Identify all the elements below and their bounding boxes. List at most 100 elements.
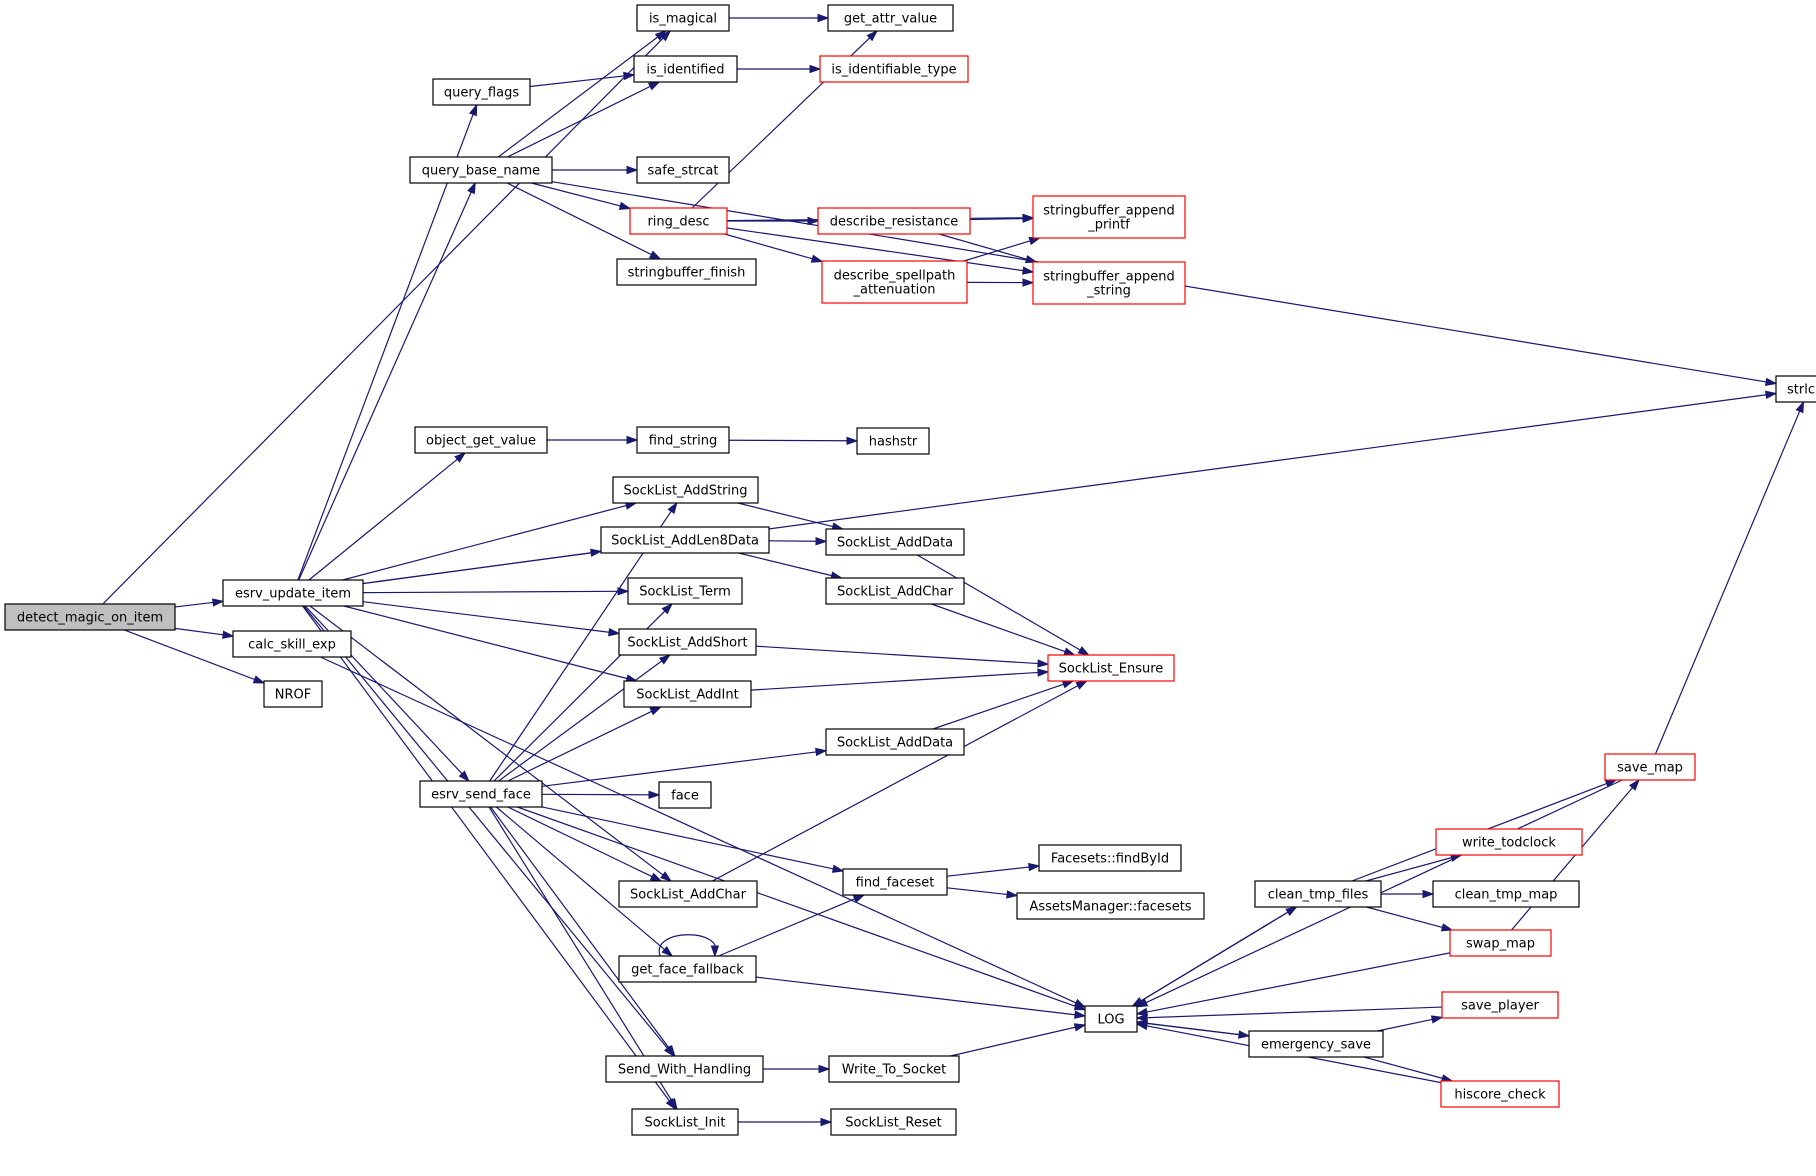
arrowhead <box>608 628 621 637</box>
function-node-sb-string[interactable]: stringbuffer_append_string <box>1032 261 1186 305</box>
function-node-is-identifiable-type[interactable]: is_identifiable_type <box>819 55 969 83</box>
function-node-assets-facesets[interactable]: AssetsManager::facesets <box>1016 892 1205 920</box>
function-node-sb-printf[interactable]: stringbuffer_append_printf <box>1032 195 1186 239</box>
node-label: Write_To_Socket <box>842 1063 947 1078</box>
arrowhead <box>1073 1023 1087 1032</box>
call-edge-is_identified-to-is_identifiable_type <box>737 64 822 74</box>
function-node-object-get-value[interactable]: object_get_value <box>414 426 548 454</box>
node-box <box>633 55 738 83</box>
node-box <box>631 1108 739 1136</box>
function-node-query-base-name[interactable]: query_base_name <box>409 156 553 184</box>
call-edge-query_base_name-to-is_magical <box>497 30 667 158</box>
function-node-is-identified[interactable]: is_identified <box>633 55 738 83</box>
function-node-sl-addshort[interactable]: SockList_AddShort <box>618 628 757 656</box>
function-node-sl-addstring[interactable]: SockList_AddString <box>612 476 759 504</box>
function-node-hiscore-check[interactable]: hiscore_check <box>1440 1080 1560 1108</box>
function-node-sl-addint[interactable]: SockList_AddInt <box>623 680 752 708</box>
function-node-face[interactable]: face <box>658 781 712 809</box>
node-label: Facesets::findById <box>1051 852 1169 867</box>
node-label: find_string <box>649 434 718 449</box>
call-edge-sl_addlen8-to-sl_adddata1 <box>768 537 828 546</box>
function-node-safe-strcat[interactable]: safe_strcat <box>636 156 730 184</box>
function-node-find-string[interactable]: find_string <box>636 426 730 454</box>
function-node-get-face-fallback[interactable]: get_face_fallback <box>618 955 757 983</box>
node-box <box>827 4 954 32</box>
node-box <box>1047 654 1175 682</box>
function-node-sl-addchar2[interactable]: SockList_AddChar <box>618 880 758 908</box>
call-edge-send_with_handling-to-write_to_socket <box>763 1064 831 1074</box>
function-node-get-attr-value[interactable]: get_attr_value <box>827 4 954 32</box>
function-node-sl-reset[interactable]: SockList_Reset <box>830 1108 957 1136</box>
arrowhead <box>818 1064 831 1074</box>
arrowhead <box>810 254 824 263</box>
function-node-clean-tmp-files[interactable]: clean_tmp_files <box>1254 880 1382 908</box>
function-node-strlcpy[interactable]: strlcpy <box>1775 375 1816 403</box>
function-node-sl-ensure[interactable]: SockList_Ensure <box>1047 654 1175 682</box>
function-node-detect[interactable]: detect_magic_on_item <box>4 603 176 631</box>
function-node-hashstr[interactable]: hashstr <box>856 427 930 455</box>
function-node-sl-term[interactable]: SockList_Term <box>627 577 743 605</box>
call-edge-esrv_send_face-to-sl_adddata2 <box>541 747 828 787</box>
call-edge-query_flags-to-is_identified <box>529 71 636 88</box>
node-box <box>618 955 757 983</box>
call-edge-calc_skill_exp-to-log <box>320 656 1087 1008</box>
function-node-clean-tmp-map[interactable]: clean_tmp_map <box>1432 880 1580 908</box>
function-node-sl-addlen8[interactable]: SockList_AddLen8Data <box>600 526 770 554</box>
function-node-nrof[interactable]: NROF <box>263 680 323 708</box>
call-edges <box>102 13 1805 1127</box>
function-node-facesets-findbyid[interactable]: Facesets::findById <box>1038 844 1182 872</box>
node-label: is_identifiable_type <box>831 63 956 78</box>
call-edge-log-to-emergency_save <box>1136 1021 1251 1039</box>
node-label: AssetsManager::facesets <box>1029 900 1191 915</box>
node-label: clean_tmp_map <box>1455 888 1558 903</box>
arrowhead <box>647 81 661 91</box>
function-node-write-todclock[interactable]: write_todclock <box>1435 828 1583 856</box>
call-edge-esrv_send_face-to-find_faceset <box>541 806 845 873</box>
node-label: _printf <box>1087 218 1130 233</box>
node-label: ring_desc <box>647 215 709 230</box>
call-edge-clean_tmp_files-to-swap_map <box>1366 906 1454 932</box>
function-node-log[interactable]: LOG <box>1084 1005 1138 1033</box>
call-edge-save_map-to-strlcpy <box>1654 400 1805 755</box>
node-box <box>4 603 176 631</box>
node-box <box>1775 375 1816 403</box>
node-label: SockList_Reset <box>845 1116 941 1131</box>
arrowhead <box>661 602 674 615</box>
arrowhead <box>1764 377 1778 386</box>
arrowhead <box>468 103 478 117</box>
function-node-write-to-socket[interactable]: Write_To_Socket <box>828 1055 960 1083</box>
function-node-sl-addchar1[interactable]: SockList_AddChar <box>825 577 965 605</box>
function-node-calc-skill-exp[interactable]: calc_skill_exp <box>232 630 352 658</box>
function-node-sl-adddata1[interactable]: SockList_AddData <box>825 528 965 556</box>
function-node-find-faceset[interactable]: find_faceset <box>842 868 948 896</box>
arrowhead <box>1022 266 1035 275</box>
function-node-emergency-save[interactable]: emergency_save <box>1248 1030 1384 1058</box>
function-node-sl-adddata2[interactable]: SockList_AddData <box>825 728 965 756</box>
function-node-describe-resistance[interactable]: describe_resistance <box>817 207 971 235</box>
function-node-save-player[interactable]: save_player <box>1441 991 1559 1019</box>
function-node-swap-map[interactable]: swap_map <box>1449 929 1552 957</box>
function-node-esrv-update-item[interactable]: esrv_update_item <box>222 579 364 607</box>
call-edge-find_faceset-to-assets_facesets <box>946 887 1019 899</box>
function-node-save-map[interactable]: save_map <box>1604 753 1696 781</box>
arrowhead <box>1022 214 1035 223</box>
arrowhead <box>623 71 636 81</box>
function-node-sl-init[interactable]: SockList_Init <box>631 1108 739 1136</box>
call-edge-esrv_send_face-to-log <box>517 806 1087 1011</box>
arrowhead <box>1628 778 1640 791</box>
call-edge-is_magical-to-get_attr_value <box>729 13 830 23</box>
function-node-query-flags[interactable]: query_flags <box>432 78 531 106</box>
node-box <box>1084 1005 1138 1033</box>
call-edge-describe_spellpath-to-sb_string <box>966 278 1035 287</box>
function-node-describe-spellpath[interactable]: describe_spellpath_attenuation <box>821 260 968 304</box>
node-label: describe_spellpath <box>834 269 956 284</box>
function-node-sb-finish[interactable]: stringbuffer_finish <box>616 258 757 286</box>
function-node-ring-desc[interactable]: ring_desc <box>629 207 728 235</box>
function-node-send-with-handling[interactable]: Send_With_Handling <box>605 1055 764 1083</box>
function-node-is-magical[interactable]: is_magical <box>636 4 730 32</box>
node-box <box>1254 880 1382 908</box>
node-label: stringbuffer_append <box>1043 204 1175 219</box>
function-node-esrv-send-face[interactable]: esrv_send_face <box>419 780 543 808</box>
call-edge-write_to_socket-to-log <box>950 1023 1087 1057</box>
call-edge-ring_desc-to-describe_spellpath <box>724 233 824 263</box>
